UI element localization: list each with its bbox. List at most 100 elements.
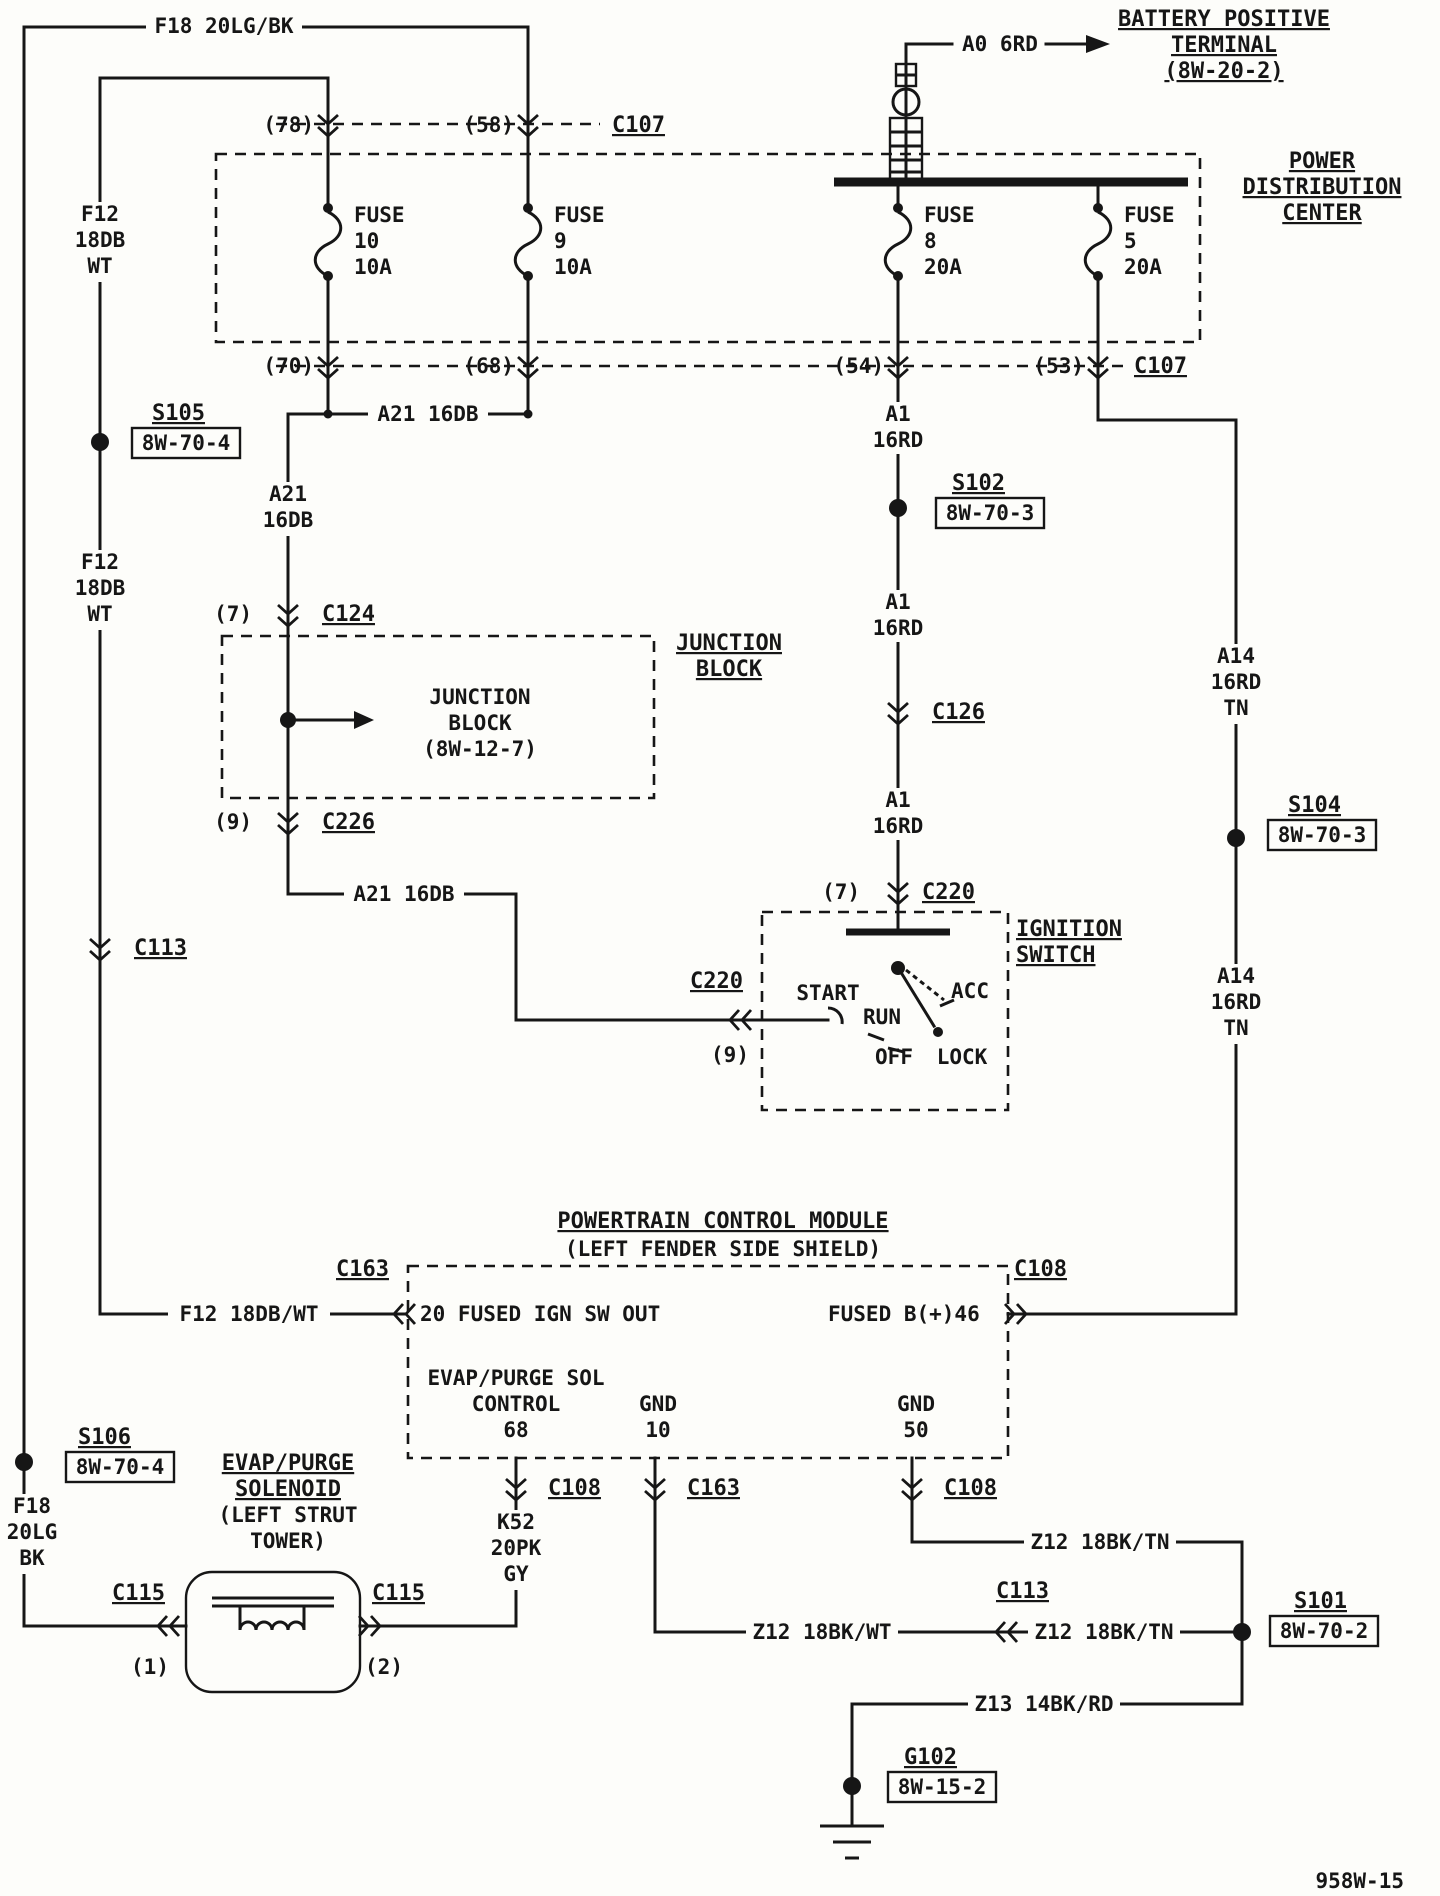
splice-s105-dot [91,433,109,451]
splice-s105-label: S105 [152,401,205,426]
wire-label-a0: A0 6RD [962,32,1038,56]
label-bg [368,400,488,428]
splice-s104-ref: 8W-70-3 [1278,823,1367,847]
ignition-run-contact [867,1032,885,1042]
battery-post-ring [891,87,921,117]
splice-s101-ref-box [1268,1614,1380,1648]
wire-label-a21-vertical: A21 [269,482,307,506]
c126-connector-icon [887,701,909,726]
solenoid-heading: SOLENOID [235,1477,341,1502]
fuse-10-number: 10 [354,229,379,253]
splice-s101-dot [1233,1623,1251,1641]
c113-splice-connector-icon [994,1621,1019,1643]
pcm-pin-sol-number: 68 [503,1418,528,1442]
pcm-pin-sol-label: EVAP/PURGE SOL [427,1366,604,1390]
wire-label-f12-upper: 18DB [75,228,126,252]
label-bg [476,1510,556,1590]
a21-junction-dot [323,409,333,419]
fuse-terminal-dot [893,271,903,281]
wire-label-a14-lower: A14 [1217,964,1255,988]
c113-left-label: C113 [134,936,187,961]
c124-label: C124 [322,602,375,627]
wire-label-a1-1: A1 [885,402,910,426]
label-bg [1196,964,1276,1044]
wire-label-a1-1: 16RD [873,428,924,452]
label-bg [1028,1618,1180,1646]
c113-left-connector-icon [89,937,111,962]
battery-heading: TERMINAL [1171,33,1277,58]
fuse-element [1083,210,1113,278]
label-bg [1024,1528,1176,1556]
text-layer: BATTERY POSITIVE TERMINAL (8W-20-2) A0 6… [78,7,1404,1893]
wire-label-z13: Z13 14BK/RD [974,1692,1113,1716]
wire-label-a21-vertical: 16DB [263,508,314,532]
c108-pcm-connector-icon [1003,1303,1028,1325]
c220-top-connector-icon [887,881,909,906]
fuse-8-number: 8 [924,229,937,253]
pdc-heading: DISTRIBUTION [1243,175,1402,200]
label-bg [250,482,326,536]
wire-label-a1-2: 16RD [873,616,924,640]
splice-s106-ref-box [64,1450,176,1484]
fuse-element [883,210,913,278]
sheet-code: 958W-15 [1315,1869,1404,1893]
c108-ground-label: C108 [944,1476,997,1501]
battery-heading: BATTERY POSITIVE [1118,7,1330,32]
splice-s102-dot [889,499,907,517]
splice-dots [15,409,1251,1795]
wire-label-a14-upper: TN [1223,696,1248,720]
c115-2-connector-icon [357,1615,382,1637]
splice-s102-label: S102 [952,471,1005,496]
battery-feed-arrowhead [1086,35,1110,53]
c108-control-label: C108 [548,1476,601,1501]
solenoid-heading: EVAP/PURGE [222,1451,354,1476]
fuse-9-rating: 10A [554,255,592,279]
junction-block-inner-label: BLOCK [448,711,512,735]
c115-1-pin-label: (1) [131,1655,169,1679]
wire-label-k52: K52 [497,1510,535,1534]
pcm-subtitle: (LEFT FENDER SIDE SHIELD) [565,1237,881,1261]
c108-control-connector-icon [505,1477,527,1502]
pcm-pin-ign-label: 20 FUSED IGN SW OUT [420,1302,660,1326]
junction-block-box [220,634,656,800]
fuse-terminal-dot [1093,271,1103,281]
label-bg [862,402,934,454]
ignition-position-lock: LOCK [937,1045,988,1069]
pcm-pin-batt-label: FUSED B(+)46 [828,1302,980,1326]
reference-boxes: 8W-70-4 8W-70-3 8W-70-3 8W-70-4 8W-70-2 … [64,426,1380,1804]
wire-f18-feed [22,25,530,1628]
fuse-terminal-dot [893,203,903,213]
fuse-5-number: 5 [1124,229,1137,253]
fuse-9-label: FUSE [554,203,605,227]
fuse-8-symbol [883,203,913,281]
wire-label-f18-lower: BK [19,1546,45,1570]
splice-s101-ref: 8W-70-2 [1280,1619,1369,1643]
splice-s104-ref-box [1266,818,1378,852]
wire-label-f12-upper: F12 [81,202,119,226]
wire-label-f18-lower: F18 [13,1494,51,1518]
splice-s102-ref-box [934,496,1046,530]
pcm-pin-gnd10-number: 10 [645,1418,670,1442]
ground-g102-dot [843,1777,861,1795]
c115-2-pin-label: (2) [365,1655,403,1679]
c113-splice-label: C113 [996,1579,1049,1604]
solenoid-location: (LEFT STRUT [218,1503,357,1527]
c107-bottom-label: C107 [1134,354,1187,379]
solenoid-coil [238,1620,306,1631]
wire-label-f12-lower: 18DB [75,576,126,600]
splice-s102-ref: 8W-70-3 [946,501,1035,525]
label-bg [1196,644,1276,724]
fuse-element [313,210,343,278]
c107-pin78-label: (78) [263,113,314,137]
wire-label-a14-lower: TN [1223,1016,1248,1040]
fuse-9-number: 9 [554,229,567,253]
c107-pin68-label: (68) [463,354,514,378]
wire-label-f12-lower: F12 [81,550,119,574]
wire-label-f18-lower: 20LG [7,1520,58,1544]
wire-label-z12-lower: Z12 18BK/TN [1034,1620,1173,1644]
junction-block-heading: BLOCK [696,657,763,682]
c124-pin-label: (7) [214,602,252,626]
wire-label-z12-white: Z12 18BK/WT [752,1620,891,1644]
splice-s106-dot [15,1453,33,1471]
c107-pin70-connector-icon [317,355,339,380]
